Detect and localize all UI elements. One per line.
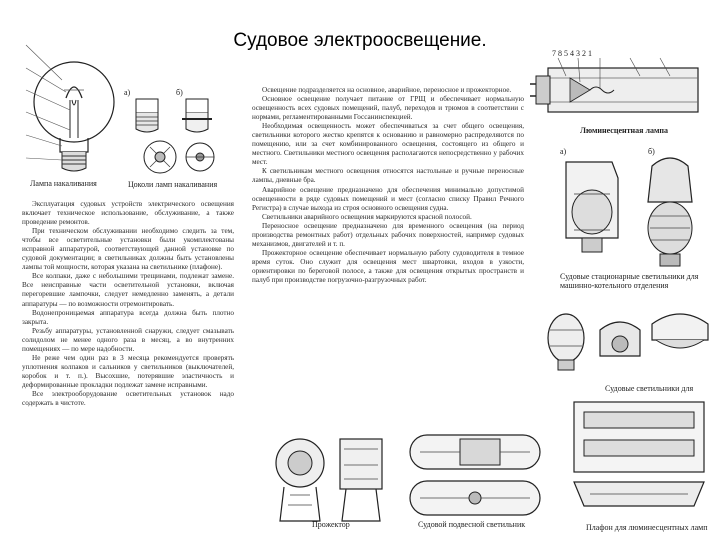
left-paragraph: Резьбу аппаратуры, установленной снаружи… xyxy=(22,326,234,353)
figure-letter-b: б) xyxy=(176,88,183,97)
right-paragraph: К светильникам местного освещения относя… xyxy=(252,167,524,185)
figure-letter-b: б) xyxy=(648,147,655,156)
deck-fixture-drawing xyxy=(409,434,541,516)
right-paragraph: Аварийное освещение предназначено для об… xyxy=(252,185,524,212)
left-paragraph: Не реже чем один раз в 3 месяца рекоменд… xyxy=(22,353,234,389)
left-paragraph: Все электрооборудование осветительных ус… xyxy=(22,389,234,408)
right-paragraph: Светильники аварийного освещения маркиру… xyxy=(262,212,472,221)
searchlight-drawing xyxy=(275,438,383,522)
fluorescent-lamp-drawing: 7 8 5 4 3 2 1 xyxy=(530,49,699,113)
right-paragraph: Переносное освещение предназначено для в… xyxy=(252,221,524,248)
incandescent-lamp-drawing xyxy=(25,44,115,172)
left-paragraph: Эксплуатация судовых устройств электриче… xyxy=(22,200,234,227)
lamp-bases-drawing: а) б) xyxy=(124,88,215,174)
right-paragraph: Необходимая освещенность может обеспечив… xyxy=(252,122,524,167)
figure-letter-a: а) xyxy=(560,147,567,156)
tube-part-numbers: 7 8 5 4 3 2 1 xyxy=(552,49,592,58)
searchlight-caption: Прожектор xyxy=(312,520,350,529)
page-title: Судовое электроосвещение. xyxy=(233,30,487,51)
stationary-fixtures-caption: Судовые стационарные светильники для маш… xyxy=(560,272,699,290)
right-paragraph: Освещение подразделяется на основное, ав… xyxy=(262,86,512,94)
fixtures-group-title: Судовые светильники для xyxy=(605,384,694,393)
right-paragraph: Прожекторное освещение обеспечивает норм… xyxy=(252,248,524,284)
left-paragraph: Все колпаки, даже с небольшими трещинами… xyxy=(22,272,234,308)
small-fixtures-drawing xyxy=(547,313,709,371)
fluorescent-lamp-caption: Люминесцентная лампа xyxy=(580,126,669,135)
right-text-column: Освещение подразделяется на основное, ав… xyxy=(252,86,524,416)
figure-letter-a: а) xyxy=(124,88,131,97)
right-paragraph: Основное освещение получает питание от Г… xyxy=(252,95,524,122)
left-paragraph: Водонепроницаемая аппаратура всегда долж… xyxy=(22,308,234,326)
left-paragraph: При техническом обслуживании необходимо … xyxy=(22,227,234,272)
stationary-fixtures-drawing: а) б) xyxy=(560,147,693,267)
left-text-column: Эксплуатация судовых устройств электриче… xyxy=(22,200,234,538)
lamp-bases-caption: Цоколи ламп накаливания xyxy=(128,180,218,189)
deck-fixture-caption: Судовой подвесной светильник xyxy=(418,520,526,529)
plafond-caption: Плафон для люминесцентных ламп xyxy=(586,523,708,532)
plafond-drawing xyxy=(573,401,705,507)
incandescent-lamp-caption: Лампа накаливания xyxy=(30,179,97,188)
